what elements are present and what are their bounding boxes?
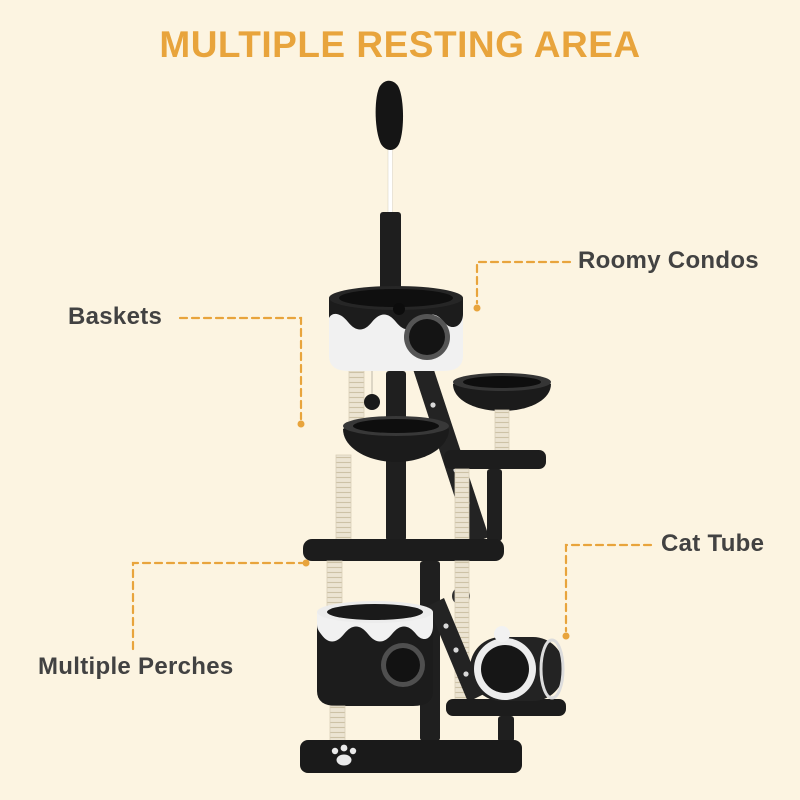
landing-platform — [444, 450, 546, 469]
callout-baskets: Baskets — [68, 303, 163, 330]
sisal-post — [454, 468, 470, 542]
fur-post — [498, 716, 514, 742]
teaser-topper — [375, 80, 404, 215]
fur-post-top — [380, 212, 401, 300]
callout-line-roomy-condos — [475, 260, 572, 305]
callout-line-end-dots — [297, 304, 570, 640]
fur-post — [487, 469, 502, 541]
cat-tube — [470, 626, 565, 701]
sisal-post — [329, 705, 346, 743]
sisal-post — [348, 370, 365, 426]
tube-platform — [446, 699, 566, 716]
lower-ramp — [428, 598, 484, 702]
hanging-pom — [364, 371, 380, 410]
upper-condo — [329, 286, 463, 371]
page-title: MULTIPLE RESTING AREA — [159, 24, 641, 65]
middle-platform — [303, 539, 504, 561]
lower-condo — [317, 601, 433, 706]
sisal-post — [494, 409, 510, 453]
paw-print-icon — [331, 744, 357, 766]
callout-line-multiple-perches — [131, 561, 304, 651]
basket — [343, 416, 449, 462]
callout-line-baskets — [178, 316, 303, 421]
callout-multiple-perches: Multiple Perches — [38, 653, 234, 680]
sisal-post — [335, 454, 352, 542]
callout-roomy-condos: Roomy Condos — [578, 247, 759, 274]
perch — [453, 373, 551, 411]
callout-cat-tube: Cat Tube — [661, 530, 765, 557]
base-platform — [300, 740, 522, 773]
callout-line-cat-tube — [564, 543, 653, 633]
